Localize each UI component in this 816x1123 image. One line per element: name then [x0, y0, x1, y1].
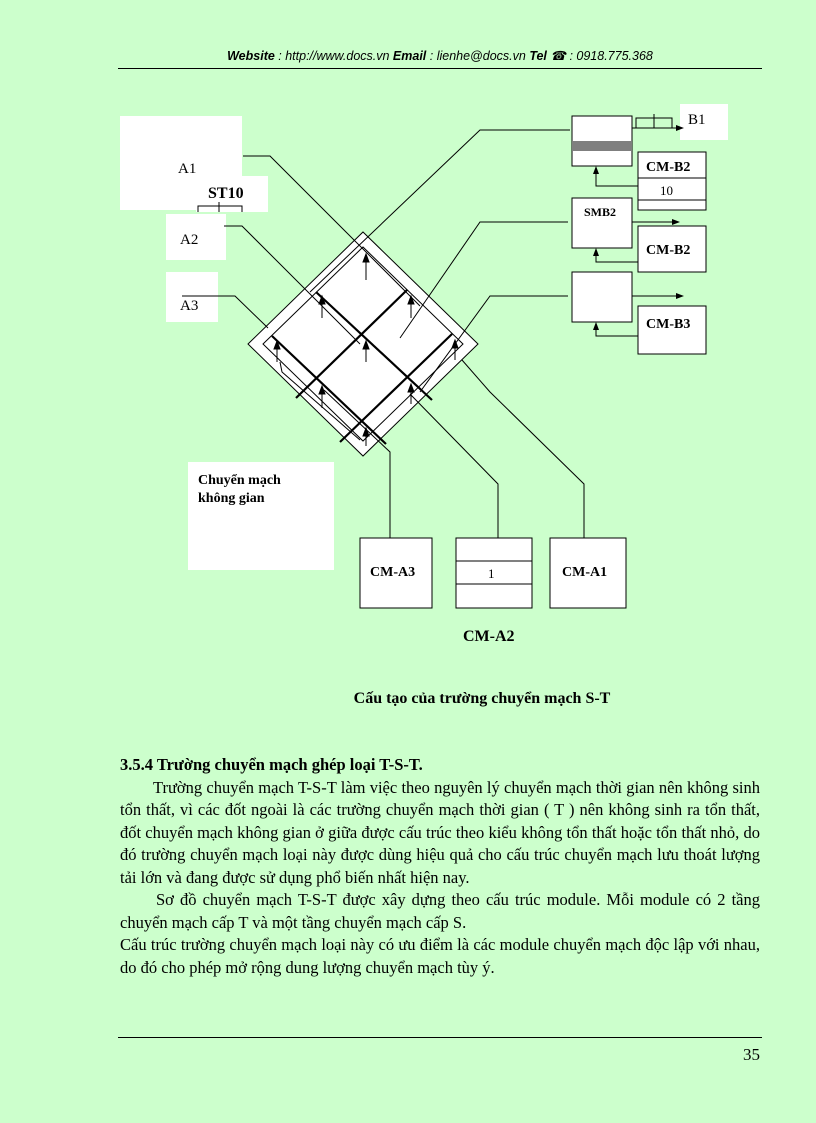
- space-switch-label-box: [188, 462, 334, 570]
- b3-arrow: [676, 293, 684, 299]
- inner-line: [279, 361, 361, 441]
- input-a3-line: [182, 295, 269, 329]
- cm-b2-slot-value: 10: [660, 183, 673, 198]
- cm-a1-label: CM-A1: [562, 565, 607, 580]
- figure-caption: Cấu tạo của trường chuyển mạch S-T: [353, 690, 611, 707]
- input-a1-label: A1: [178, 161, 196, 177]
- cm-b2-ctrl-line-1: [595, 170, 638, 187]
- st10-slot-mark: [197, 205, 243, 212]
- cm-a1-box: [549, 537, 627, 609]
- cm-a3-label: CM-A3: [370, 565, 415, 580]
- body-text: 3.5.4 Trường chuyển mạch ghép loại T-S-T…: [120, 754, 760, 979]
- cm-b2-ctrl-line-2: [595, 252, 638, 263]
- cm-b2-slot-box-lower: [637, 199, 707, 211]
- section-heading: 3.5.4 Trường chuyển mạch ghép loại T-S-T…: [120, 755, 423, 774]
- b1-label-box: [680, 104, 728, 140]
- input-a2-line: [224, 225, 361, 345]
- paragraph-3: Cấu trúc trường chuyển mạch loại này có …: [120, 935, 760, 977]
- a2-label-box: [166, 214, 226, 260]
- cm-b3-label: CM-B3: [646, 317, 690, 332]
- ctrl-arrow-3: [593, 322, 599, 330]
- cm-a2-slot-value: 1: [488, 566, 495, 581]
- website-label: Website: [227, 49, 275, 63]
- page-number: 35: [743, 1045, 760, 1064]
- cm-b2-box-2: [637, 225, 707, 273]
- paragraph-1: Trường chuyển mạch T-S-T làm việc theo n…: [120, 777, 760, 887]
- output-b1-label: B1: [688, 112, 706, 128]
- ctrl-arrow-2: [593, 248, 599, 256]
- page-header: Website : http://www.docs.vn Email : lie…: [120, 48, 760, 63]
- output-line-3: [419, 295, 568, 393]
- b1-arrow: [676, 125, 684, 131]
- footer-rule: [118, 1037, 762, 1038]
- cm-a3-box: [359, 537, 433, 609]
- phone-icon: ☎: [550, 49, 566, 63]
- cm-b3-ctrl-line: [595, 326, 638, 337]
- email-value: : lienhe@docs.vn: [426, 49, 530, 63]
- matrix-arrows: [273, 252, 459, 446]
- output-line-1: [309, 129, 570, 293]
- input-a1-line: [243, 155, 421, 307]
- tel-value: : 0918.775.368: [565, 49, 653, 63]
- b1-memory-slot: [572, 141, 632, 151]
- smb2-arrow: [672, 219, 680, 225]
- paragraph-2: Sơ đồ chuyển mạch T-S-T được xây dựng th…: [120, 890, 760, 932]
- ctrl-arrow-1: [593, 166, 599, 174]
- cm-a1-line: [461, 359, 585, 538]
- switching-diagram: A1 ST10 A2 A3 B1 CM-B2 10 SMB2: [120, 104, 728, 645]
- input-a3-label: A3: [180, 298, 198, 314]
- website-value: : http://www.docs.vn: [274, 49, 393, 63]
- output-line-2: [399, 221, 568, 339]
- a3-label-box: [166, 272, 218, 322]
- cm-a3-line: [323, 389, 391, 538]
- st10-label: ST10: [208, 185, 244, 202]
- cm-a2-box: [455, 537, 533, 609]
- email-label: Email: [392, 49, 427, 63]
- header-rule: [118, 68, 762, 69]
- space-switch-label-line1: Chuyển mạch: [198, 473, 281, 488]
- input-a2-label: A2: [180, 232, 198, 248]
- switch-matrix: [247, 231, 479, 457]
- b3-memory-box: [571, 271, 633, 323]
- space-switch-label-line2: không gian: [198, 491, 265, 506]
- smb2-box: [571, 197, 633, 249]
- smb2-label: SMB2: [584, 205, 616, 219]
- tel-label: Tel: [529, 49, 547, 63]
- cm-b2-label-2: CM-B2: [646, 243, 690, 258]
- cm-b2-label-1: CM-B2: [646, 160, 690, 175]
- cm-a2-label: CM-A2: [463, 628, 515, 645]
- cm-b3-box: [637, 305, 707, 355]
- cm-a2-line: [409, 393, 499, 538]
